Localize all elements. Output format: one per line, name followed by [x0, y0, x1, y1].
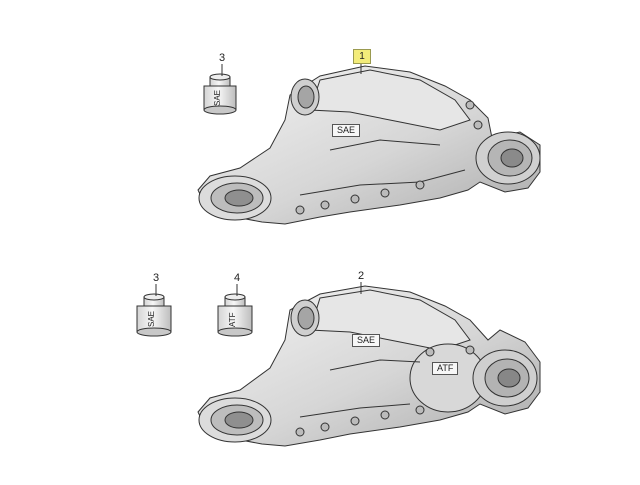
housing-tag-sae-top: SAE: [332, 124, 361, 137]
callout-2: 2: [357, 270, 365, 282]
oil-can-sae-top: [203, 73, 237, 115]
callout-4: 4: [233, 272, 241, 284]
oil-can-sae-bottom: [136, 293, 172, 337]
callout-3-top: 3: [218, 52, 226, 64]
rear-differential-assembly-2: [197, 285, 541, 447]
callout-1: 1: [353, 49, 371, 64]
oil-can-atf: [217, 293, 253, 337]
can-label-sae-top: SAE: [213, 89, 222, 106]
can-label-sae-bottom: SAE: [147, 310, 156, 327]
can-label-atf: ATF: [228, 312, 237, 327]
callout-3-bottom: 3: [152, 272, 160, 284]
housing-tag-atf-bottom: ATF: [432, 362, 459, 375]
rear-differential-assembly-1: [197, 65, 541, 225]
housing-tag-sae-bottom: SAE: [352, 334, 381, 347]
